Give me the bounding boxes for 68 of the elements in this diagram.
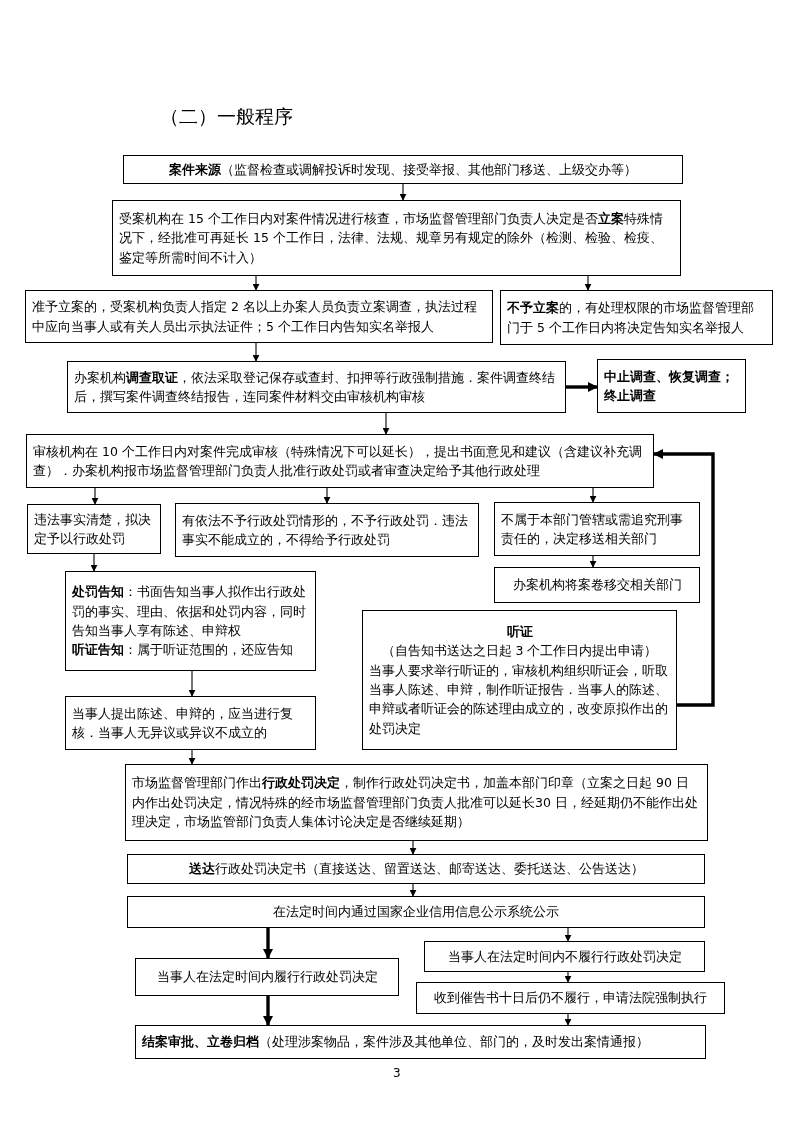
arrow: [252, 275, 260, 291]
box-text: 办案机构调查取证，依法采取登记保存或查封、扣押等行政强制措施．案件调查终结后，撰写案件调查终结报告，连同案件材料交由审核机构审核: [74, 368, 556, 406]
arrow: [399, 183, 407, 201]
process-box: [175, 503, 479, 557]
process-box: [123, 155, 683, 184]
box-text: 当事人要求举行听证的，审核机构组织听证会，听取当事人陈述、申辩，制作听证报告．当事人的陈述、申辩或者听证会的陈述理由成立的，改变原拟作出的处罚决定: [369, 661, 669, 738]
box-text: 准予立案的，受案机构负责人指定 2 名以上办案人员负责立案调查，执法过程中应向当事人或有关人员出示执法证件；5 个工作日内告知实名举报人: [32, 298, 478, 336]
arrow: [188, 670, 196, 697]
process-box: [500, 290, 773, 345]
box-text: 有依法不予行政处罚情形的，不予行政处罚．违法事实不能成立的，不得给予行政处罚: [182, 511, 469, 549]
box-text: （自告知书送达之日起 3 个工作日内提出申请）: [380, 642, 659, 661]
arrow: [564, 1013, 572, 1026]
box-text: 在法定时间内通过国家企业信用信息公示系统公示: [272, 903, 560, 922]
arrow: [263, 996, 273, 1026]
box-heading: 听证: [505, 622, 534, 641]
process-box: [25, 290, 493, 343]
box-text: 不属于本部门管辖或需追究刑事责任的，决定移送相关部门: [501, 510, 684, 548]
arrow: [584, 275, 592, 291]
process-box: [125, 764, 708, 841]
box-text: 办案机构将案卷移交相关部门: [511, 576, 683, 595]
arrow: [564, 971, 572, 983]
box-text: 送达行政处罚决定书（直接送达、留置送达、邮寄送达、委托送达、公告送达）: [187, 860, 645, 879]
box-text: 受案机构在 15 个工作日内对案件情况进行核查，市场监督管理部门负责人决定是否立案特殊情况下，经批准可再延长 15 个工作日，法律、法规、规章另有规定的除外（检测、检验、检疫、鉴定等所需时间不计入）: [119, 209, 664, 267]
arrow: [188, 749, 196, 765]
arrow: [409, 840, 417, 855]
decision-box: [597, 359, 746, 413]
box-text: 处罚告知：书面告知当事人拟作出行政处罚的事实、理由、依据和处罚内容，同时告知当事人享有陈述、申辩权: [72, 583, 307, 640]
title: （二）一般程序: [160, 104, 293, 129]
box-text: 不予立案的，有处理权限的市场监督管理部门于 5 个工作日内将决定告知实名举报人: [507, 299, 755, 337]
arrow: [91, 487, 99, 505]
box-text: 中止调查、恢复调查；终止调查: [604, 367, 735, 405]
arrow: [252, 342, 260, 362]
box-text: 违法事实清楚，拟决定予以行政处罚: [34, 510, 152, 548]
arrow: [409, 883, 417, 897]
hearing-box: [362, 610, 677, 750]
arrow: [90, 553, 98, 572]
process-box: [494, 567, 700, 603]
process-box: [127, 896, 705, 928]
arrow: [566, 382, 598, 392]
arrow: [564, 927, 572, 942]
process-box: [135, 1025, 706, 1059]
box-text: 审核机构在 10 个工作日内对案件完成审核（特殊情况下可以延长），提出书面意见和建议（含建议补充调查）．办案机构报市场监督管理部门负责人批准行政处罚或者审查决定给予其他行政处理: [33, 442, 643, 480]
page-number: 3: [393, 1066, 401, 1080]
box-text: 结案审批、立卷归档（处理涉案物品，案件涉及其他单位、部门的，及时发出案情通报）: [142, 1033, 650, 1052]
process-box: [416, 982, 725, 1014]
box-text: 案件来源（监督检查或调解投诉时发现、接受举报、其他部门移送、上级交办等）: [168, 160, 638, 179]
arrow: [382, 412, 390, 435]
process-box: [112, 200, 681, 276]
box-text: 当事人在法定时间内履行行政处罚决定: [155, 968, 379, 987]
box-text: 当事人提出陈述、申辩的，应当进行复核．当事人无异议或异议不成立的: [72, 704, 294, 742]
arrow: [589, 555, 597, 568]
process-box: [424, 941, 705, 972]
process-box: [127, 854, 705, 884]
process-box: [135, 958, 399, 996]
box-text: 当事人在法定时间内不履行行政处罚决定: [446, 947, 683, 966]
box-text: 市场监督管理部门作出行政处罚决定，制作行政处罚决定书，加盖本部门印章（立案之日起 90 日内作出处罚决定，情况特殊的经市场监督管理部门负责人批准可以延长30 日，经延期仍不能作出处理决定，市场监管部门负责人集体讨论决定是否继续延期）: [132, 774, 699, 832]
box-text: 听证告知：属于听证范围的，还应告知: [72, 641, 294, 660]
arrow: [653, 449, 715, 707]
arrow: [323, 487, 331, 504]
process-box: [67, 361, 566, 413]
process-box: [65, 696, 316, 750]
arrow: [589, 487, 597, 503]
process-box: [26, 434, 654, 488]
arrow: [263, 928, 273, 959]
process-box: [27, 504, 161, 554]
process-box: [65, 571, 316, 671]
process-box: [494, 502, 700, 556]
box-text: 收到催告书十日后仍不履行，申请法院强制执行: [433, 989, 708, 1008]
